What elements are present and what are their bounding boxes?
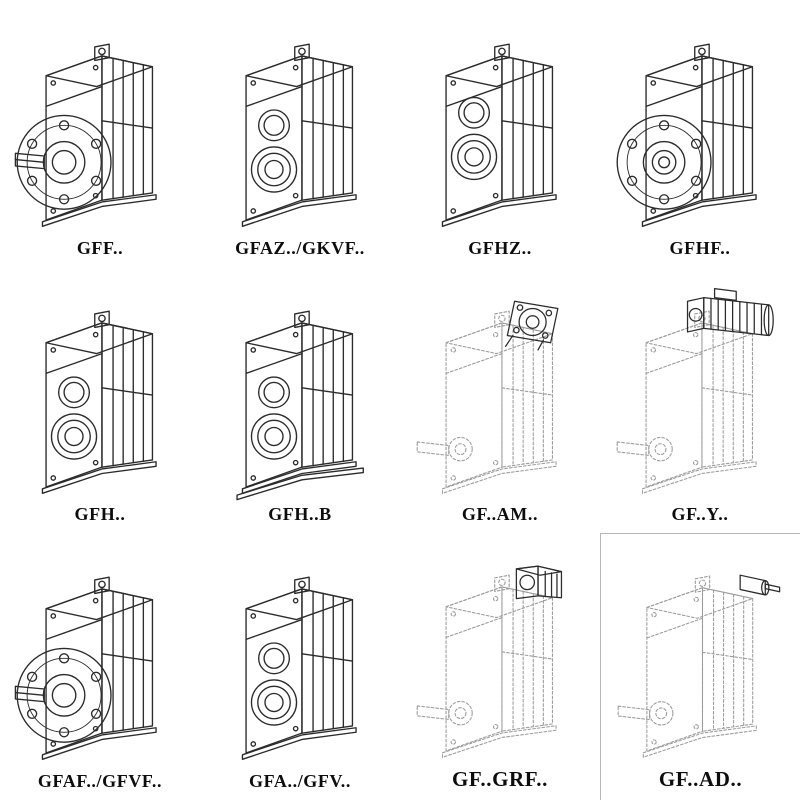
product-label: GFAF../GFVF.. xyxy=(37,770,163,791)
gearbox-flange-shaft-drawing xyxy=(10,6,190,236)
product-cell: GFHF.. xyxy=(600,0,800,267)
gearbox-foot-mounted-drawing xyxy=(10,273,190,503)
product-cell: GF..AM.. xyxy=(400,267,600,534)
gearbox-input-shaft-drawing xyxy=(611,540,790,765)
product-label: GFF.. xyxy=(76,237,124,258)
product-label: GFAZ../GKVF.. xyxy=(235,237,365,258)
product-label: GFHF.. xyxy=(669,237,731,258)
product-label: GF..Y.. xyxy=(671,504,729,525)
product-label: GFH.. xyxy=(74,504,126,525)
product-cell: GFH.. xyxy=(0,267,200,534)
product-cell: GF..AD.. xyxy=(600,533,800,800)
gearbox-hollow-shaft-drawing xyxy=(210,539,390,769)
product-label: GFA../GFV.. xyxy=(249,770,351,791)
product-label: GFHZ.. xyxy=(468,237,532,258)
product-label: GF..AD.. xyxy=(658,766,743,791)
gearbox-iec-adapter-drawing xyxy=(410,273,590,503)
product-cell: GF..GRF.. xyxy=(400,533,600,800)
product-label: GFH..B xyxy=(268,504,332,525)
product-cell: GFA../GFV.. xyxy=(200,533,400,800)
gearbox-hollow-shaft-drawing xyxy=(210,6,390,236)
product-label: GF..GRF.. xyxy=(451,766,549,791)
product-cell: GFHZ.. xyxy=(400,0,600,267)
gearbox-flange-shaft-drawing xyxy=(10,539,190,769)
product-cell: GFH..B xyxy=(200,267,400,534)
gearbox-flange-hollow-drawing xyxy=(610,6,790,236)
gearbox-adapter-housing-drawing xyxy=(410,539,590,765)
product-cell: GFAF../GFVF.. xyxy=(0,533,200,800)
gearbox-foot-base-drawing xyxy=(210,273,390,503)
product-label: GF..AM.. xyxy=(461,504,539,525)
product-cell: GF..Y.. xyxy=(600,267,800,534)
gearbox-shrink-disc-drawing xyxy=(410,6,590,236)
gearbox-motor-drawing xyxy=(610,273,790,503)
product-cell: GFF.. xyxy=(0,0,200,267)
product-cell: GFAZ../GKVF.. xyxy=(200,0,400,267)
